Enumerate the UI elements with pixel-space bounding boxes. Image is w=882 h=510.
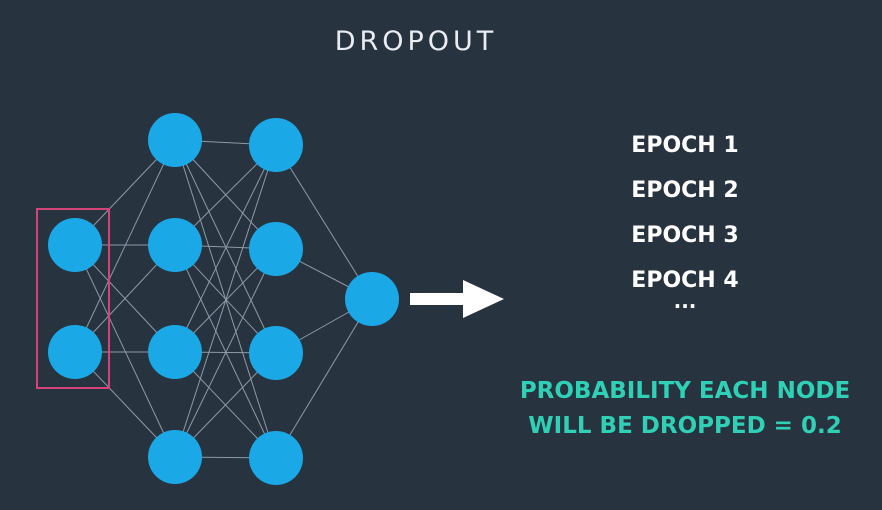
dropout-probability-text: PROBABILITY EACH NODE WILL BE DROPPED = …: [490, 374, 880, 444]
network-nodes: [48, 113, 399, 485]
edge-l0-n1-to-n0: [74, 139, 176, 353]
probability-line-1: PROBABILITY EACH NODE: [519, 378, 851, 404]
probability-line-2: WILL BE DROPPED = 0.2: [528, 413, 842, 439]
edge-l1-n2-to-n0: [174, 144, 277, 353]
node-layer2-4: [148, 430, 202, 484]
epoch-list: EPOCH 1 EPOCH 2 EPOCH 3 EPOCH 4 ...: [585, 127, 785, 313]
edge-l2-n3-to-n0: [275, 298, 373, 459]
node-layer2-1: [148, 113, 202, 167]
node-layer1-2: [48, 325, 102, 379]
epoch-label-4: EPOCH 4: [631, 268, 739, 293]
node-layer4-1: [345, 272, 399, 326]
slide-title: DROPOUT: [334, 26, 498, 57]
node-layer3-3: [249, 326, 303, 380]
network-edges: [74, 139, 373, 459]
edge-l1-n3-to-n0: [174, 144, 277, 458]
edge-l1-n1-to-n3: [174, 244, 277, 459]
node-layer3-1: [249, 118, 303, 172]
edge-l2-n0-to-n0: [275, 144, 373, 300]
epoch-label-2: EPOCH 2: [631, 178, 739, 203]
node-layer1-1: [48, 218, 102, 272]
epoch-label-3: EPOCH 3: [631, 223, 739, 248]
epoch-ellipsis: ...: [673, 289, 697, 313]
epoch-label-1: EPOCH 1: [631, 133, 739, 158]
highlighted-input-layer-box: [36, 208, 110, 389]
right-arrow-icon: [410, 280, 504, 318]
edge-l1-n3-to-n1: [174, 248, 277, 458]
node-layer3-2: [249, 222, 303, 276]
node-layer2-2: [148, 218, 202, 272]
edge-l0-n0-to-n3: [74, 244, 176, 458]
node-layer3-4: [249, 431, 303, 485]
node-layer2-3: [148, 325, 202, 379]
